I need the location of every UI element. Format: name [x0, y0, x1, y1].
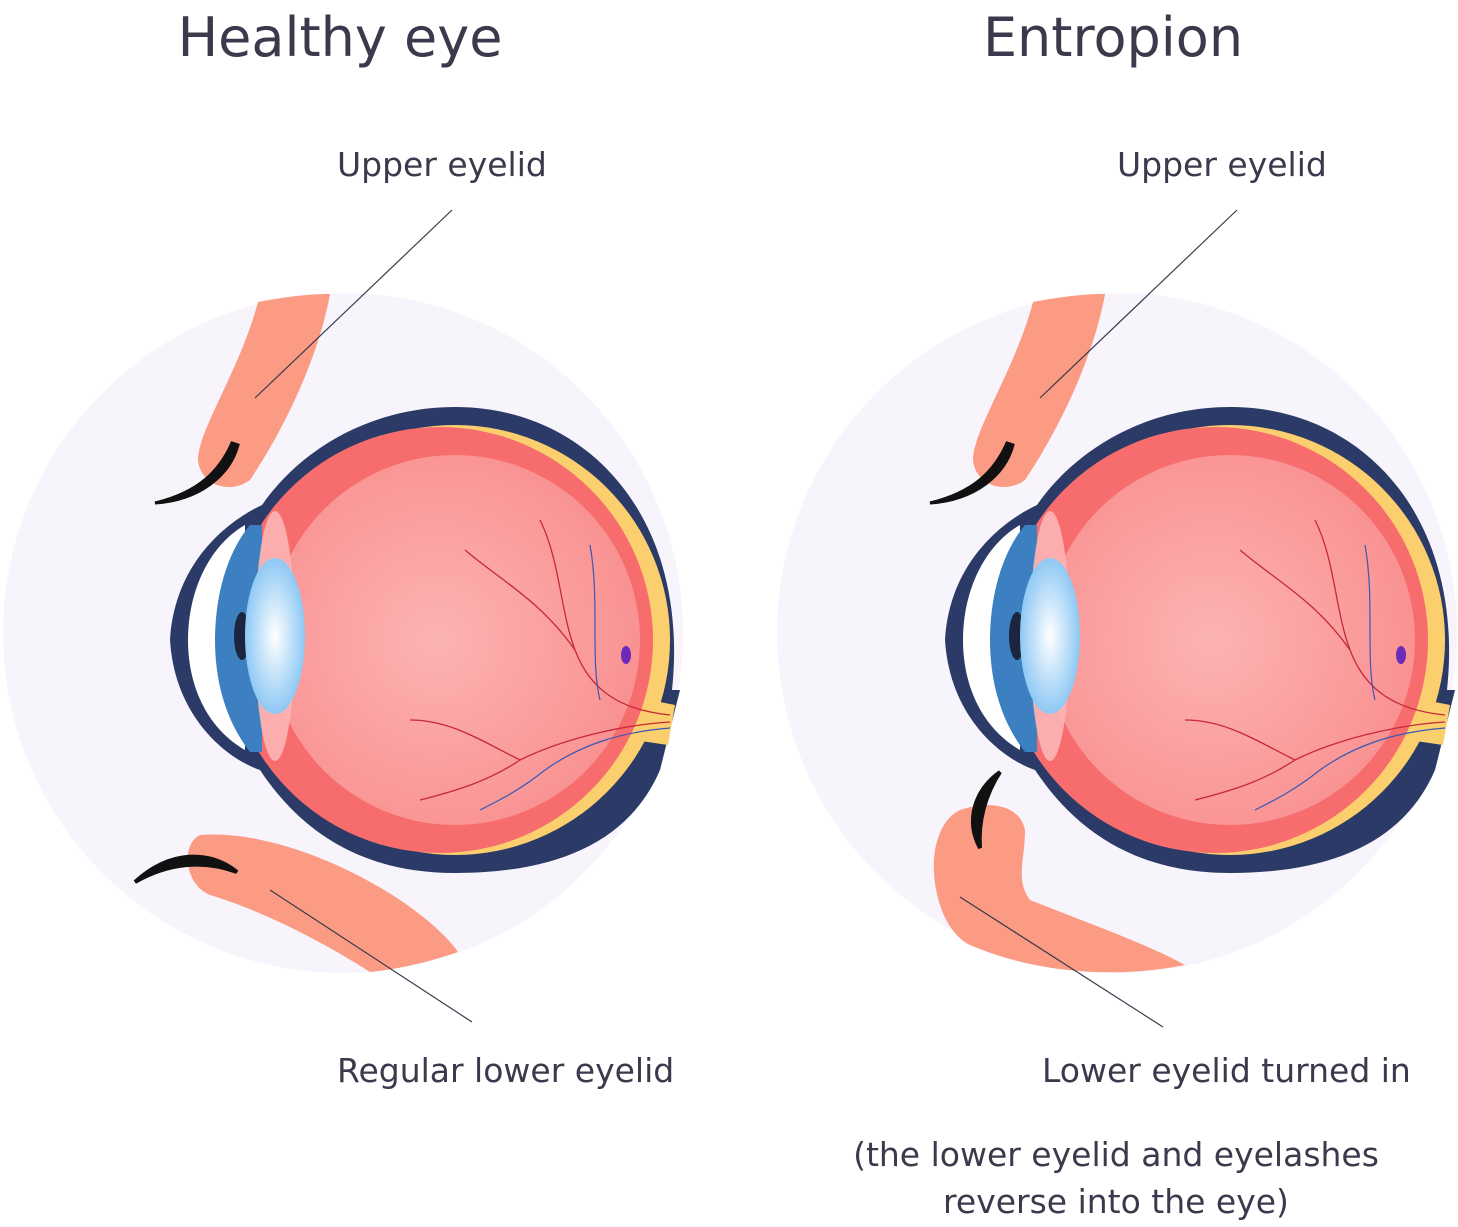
upper-eyelash [154, 441, 240, 505]
upper-eyelid [198, 294, 330, 488]
healthy-lower-eyelid-label: Regular lower eyelid [337, 1051, 674, 1090]
entropion-note-line2: reverse into the eye) [943, 1182, 1289, 1221]
entropion-upper-eyelid-label: Upper eyelid [1117, 145, 1327, 184]
upper-eyelid [973, 294, 1105, 488]
healthy-eye-title: Healthy eye [178, 6, 503, 69]
upper-eyelid-leader [1039, 209, 1238, 399]
healthy-eye-illustration [3, 209, 683, 1023]
regular-lower-eyelid [187, 834, 458, 972]
lower-eyelid-leader [269, 889, 473, 1023]
healthy-upper-eyelid-label: Upper eyelid [337, 145, 547, 184]
inverted-lower-eyelash [970, 770, 1002, 849]
entropion-eye-illustration [777, 209, 1457, 1028]
upper-eyelash [929, 441, 1015, 505]
entropion-lower-eyelid-label: Lower eyelid turned in [1042, 1051, 1411, 1090]
lower-eyelid-leader [959, 896, 1164, 1028]
inverted-lower-eyelid [933, 805, 1185, 973]
entropion-note-line1: (the lower eyelid and eyelashes [853, 1135, 1379, 1174]
lower-eyelash [133, 854, 239, 884]
upper-eyelid-leader [254, 209, 453, 399]
entropion-title: Entropion [983, 6, 1243, 69]
